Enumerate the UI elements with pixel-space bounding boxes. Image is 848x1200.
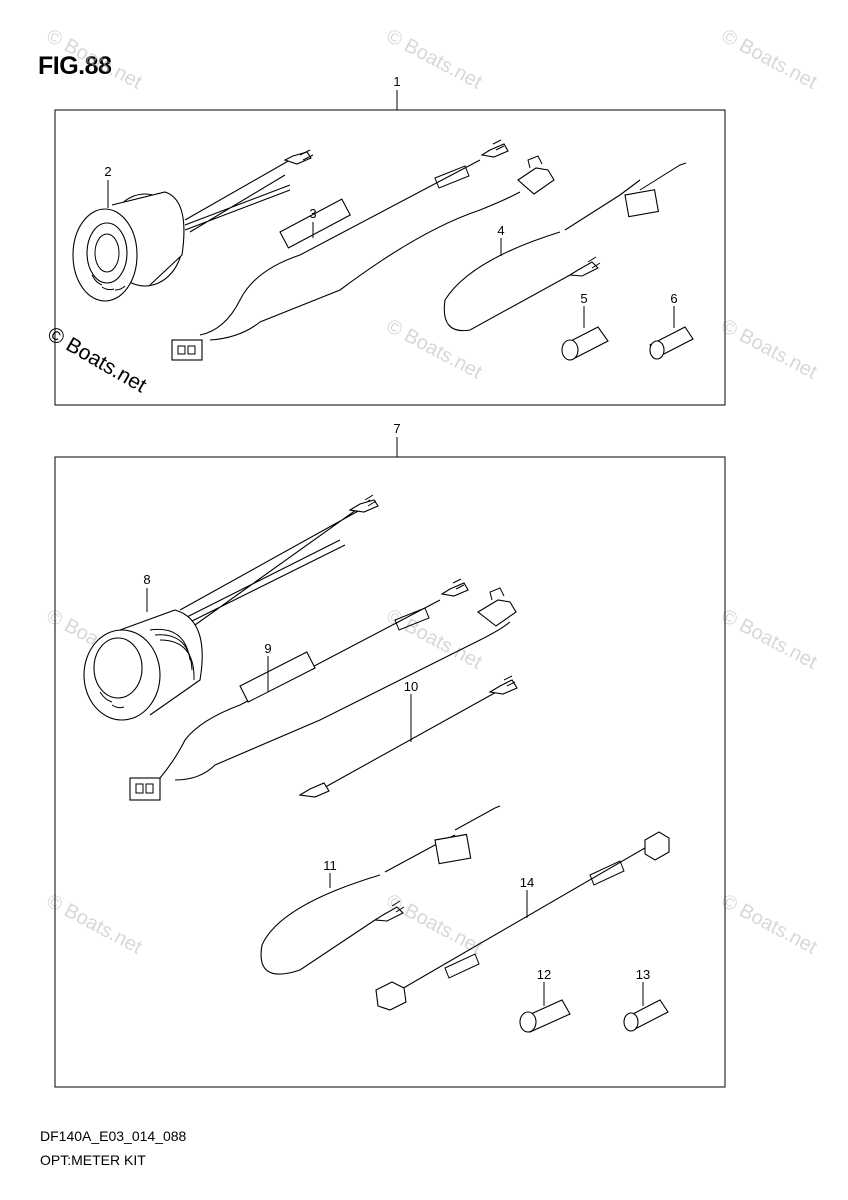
watermark-main: © Boats.net	[44, 322, 151, 397]
watermark: © Boats.net	[718, 890, 821, 959]
callout-9: 9	[264, 641, 271, 656]
watermark: © Boats.net	[718, 315, 821, 384]
callout-labels: 1 2 3 4 5 6 7 8 9 10 11 14 12 13	[104, 74, 677, 982]
part-8-gauge	[83, 494, 379, 721]
part-6-cap	[649, 326, 694, 360]
part-2-gauge	[72, 149, 314, 302]
callout-5: 5	[580, 291, 587, 306]
footer-name: OPT:METER KIT	[40, 1152, 146, 1168]
part-14-cable	[375, 831, 670, 1011]
watermark: © Boats.net	[383, 890, 486, 959]
watermark: © Boats.net	[383, 605, 486, 674]
watermarks: © Boats.net © Boats.net © Boats.net © Bo…	[43, 25, 821, 959]
callout-7: 7	[393, 421, 400, 436]
watermark: © Boats.net	[43, 890, 146, 959]
callout-14: 14	[520, 875, 534, 890]
part-3-harness	[171, 139, 555, 361]
callout-13: 13	[636, 967, 650, 982]
callout-11: 11	[323, 858, 337, 873]
part-13-cap	[623, 999, 669, 1032]
watermark: © Boats.net	[718, 605, 821, 674]
footer-code: DF140A_E03_014_088	[40, 1128, 187, 1144]
callout-6: 6	[670, 291, 677, 306]
part-5-cap	[561, 326, 609, 361]
watermark: © Boats.net	[43, 25, 146, 94]
callout-4: 4	[497, 223, 504, 238]
part-10-cable	[298, 675, 518, 798]
part-9-harness	[129, 578, 517, 801]
watermark: © Boats.net	[383, 315, 486, 384]
watermark: © Boats.net	[718, 25, 821, 94]
figure-title: FIG.88	[38, 52, 112, 80]
callout-2: 2	[104, 164, 111, 179]
callout-8: 8	[143, 572, 150, 587]
leader-lines	[107, 180, 675, 1006]
part-4-cable	[443, 162, 687, 332]
callout-3: 3	[309, 206, 316, 221]
part-12-cap	[519, 999, 571, 1033]
callout-10: 10	[404, 679, 418, 694]
part-11-cable	[260, 805, 501, 975]
kit-7-box	[54, 437, 726, 1088]
callout-1: 1	[393, 74, 400, 89]
kit-1-box	[54, 90, 726, 406]
callout-12: 12	[537, 967, 551, 982]
